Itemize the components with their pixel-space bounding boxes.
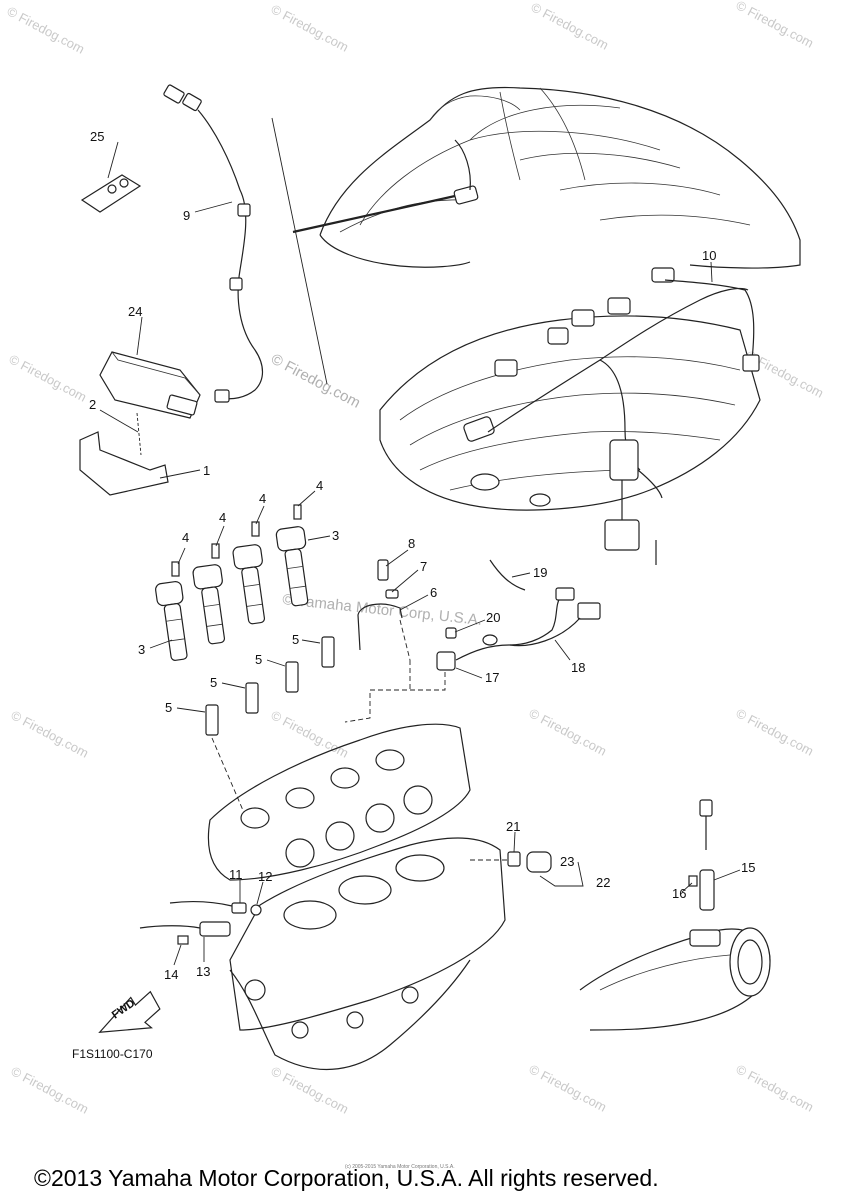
watermark: © Firedog.com	[734, 705, 816, 758]
callout-24: 25	[90, 129, 104, 144]
callout-5: 5	[255, 652, 262, 667]
callout-6: 6	[430, 585, 437, 600]
parts-6-7-8	[357, 559, 411, 661]
watermark: © Firedog.com	[269, 1, 351, 54]
watercraft-hull-illustration	[292, 86, 801, 269]
parts-21-22-23	[470, 851, 552, 873]
sensor-lead-9	[163, 84, 264, 403]
copyright-notice: ©2013 Yamaha Motor Corporation, U.S.A. A…	[34, 1165, 659, 1191]
reference-line	[271, 117, 328, 385]
watermark: © Firedog.com	[269, 1063, 351, 1116]
callout-21: 21	[506, 819, 520, 834]
watermark: © Firedog.com	[7, 351, 89, 404]
callout-numbers: 25 9 24 2 1 10 4 4 4 4 3 3 8 7 6 19 20 5…	[89, 129, 755, 982]
callout-17: 17	[485, 670, 499, 685]
callout-13: 13	[196, 964, 210, 979]
callout-7: 7	[420, 559, 427, 574]
callout-18: 18	[571, 660, 585, 675]
leader-lines	[99, 141, 741, 966]
watermark: © Firedog.com	[734, 0, 816, 51]
callout-22: 22	[596, 875, 610, 890]
callout-4: 4	[259, 491, 266, 506]
reference-line-dashed	[344, 672, 446, 723]
wire-harness-10	[487, 279, 760, 565]
callout-12: 12	[258, 869, 272, 884]
callout-4: 4	[219, 510, 226, 525]
callout-5: 5	[210, 675, 217, 690]
callout-16: 16	[672, 886, 686, 901]
exhaust-and-parts-15-16	[579, 799, 771, 1031]
ignition-coils-3	[155, 526, 309, 661]
part-25-ecu-illustration	[79, 351, 201, 496]
callout-3: 3	[332, 528, 339, 543]
bolts-4	[171, 504, 302, 577]
callout-19: 19	[533, 565, 547, 580]
engine-top-illustration	[379, 267, 761, 511]
tiny-credit: (c) 2005-2015 Yamaha Motor Corporation, …	[345, 1164, 455, 1170]
part-19-wire	[489, 559, 526, 591]
callout-23: 23	[560, 854, 574, 869]
part-24-illustration	[80, 174, 142, 213]
callout-2: 2	[89, 397, 96, 412]
watermark: © Firedog.com	[734, 1061, 816, 1114]
watermark: © Firedog.com	[9, 707, 91, 760]
callout-5: 5	[165, 700, 172, 715]
callout-5: 5	[292, 632, 299, 647]
watermark: © Firedog.com	[5, 3, 87, 56]
callout-1: 1	[203, 463, 210, 478]
watermark: © Firedog.com	[527, 705, 609, 758]
watermark: © Firedog.com	[529, 0, 611, 53]
engine-block-illustration	[207, 723, 506, 1071]
callout-15: 15	[741, 860, 755, 875]
watermark-layer: © Firedog.com © Firedog.com © Firedog.co…	[5, 0, 826, 1117]
callout-3: 3	[138, 642, 145, 657]
callout-14: 14	[164, 967, 178, 982]
callout-25: 24	[128, 304, 142, 319]
spark-plugs-5	[205, 636, 335, 816]
callout-20: 20	[486, 610, 500, 625]
callout-4: 4	[316, 478, 323, 493]
parts-11-12-13-14	[139, 900, 262, 945]
fwd-arrow-icon: FWD	[98, 990, 161, 1034]
callout-10: 10	[702, 248, 716, 263]
callout-8: 8	[408, 536, 415, 551]
callout-11: 11	[229, 867, 243, 882]
callout-4: 4	[182, 530, 189, 545]
watermark: © Firedog.com	[9, 1063, 91, 1116]
center-watermark: © Firedog.com	[268, 351, 363, 412]
parts-17-18-20	[436, 587, 601, 671]
diagram-code: F1S1100-C170	[72, 1047, 153, 1061]
watermark: © Firedog.com	[269, 707, 351, 760]
callout-9: 9	[183, 208, 190, 223]
overlay-watermark: © Yamaha Motor Corp, U.S.A.	[282, 591, 483, 629]
watermark: © Firedog.com	[527, 1061, 609, 1114]
